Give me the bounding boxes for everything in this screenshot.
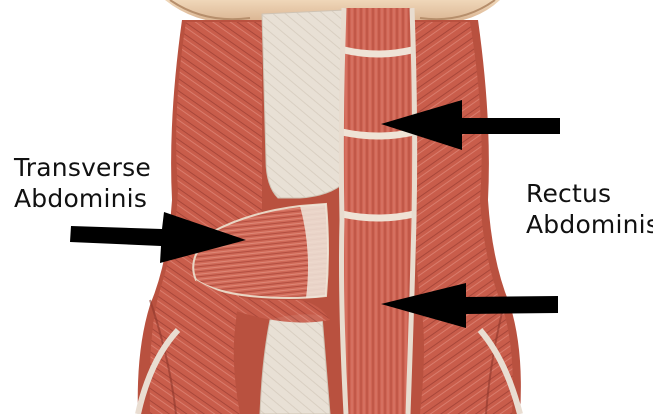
lower-fascia: [260, 315, 330, 414]
transverse-label-line1: Transverse: [14, 152, 151, 183]
rectus-label-line2: Abdominis: [526, 209, 653, 240]
rectus-abdominis-label: Rectus Abdominis: [526, 178, 653, 240]
transverse-label-line2: Abdominis: [14, 183, 151, 214]
upper-fascia: [262, 10, 345, 198]
rectus-label-line1: Rectus: [526, 178, 653, 209]
rectus-abdominis-muscle: [341, 8, 414, 414]
transverse-abdominis-label: Transverse Abdominis: [14, 152, 151, 214]
